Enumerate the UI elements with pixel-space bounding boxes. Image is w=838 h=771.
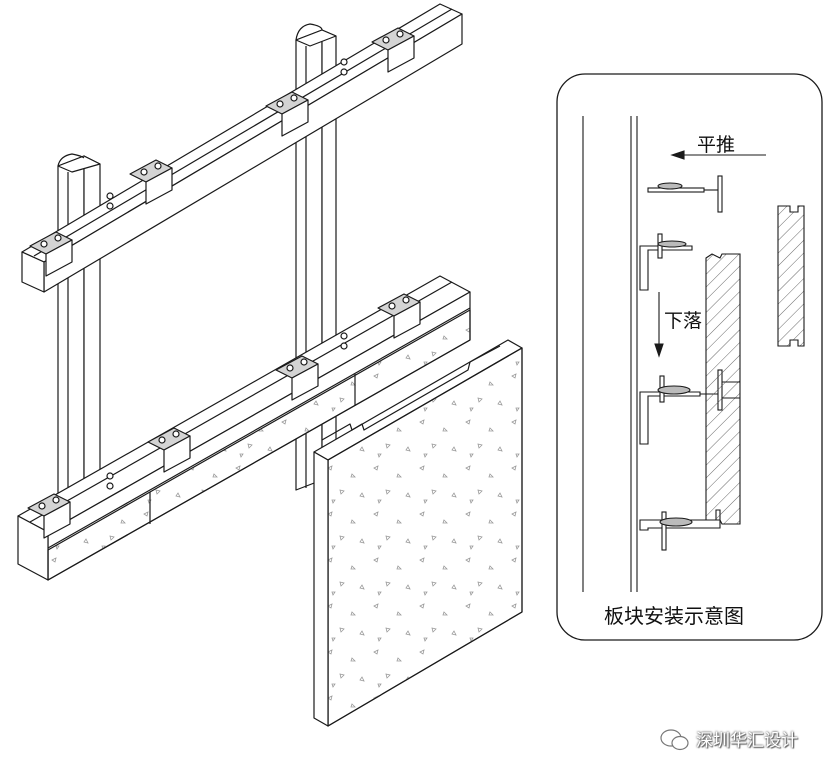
detail-caption: 板块安装示意图 (604, 604, 744, 628)
watermark: 深圳华汇设计 (660, 726, 798, 751)
push-label: 平推 (697, 134, 736, 156)
stone-panel (313, 339, 523, 727)
junction-bolts (106, 58, 348, 490)
lower-horizontal-rail (17, 275, 471, 581)
bottom-bracket (639, 509, 721, 551)
frame-assembly (17, 3, 471, 581)
lower-rail-clips (27, 293, 421, 539)
drop-arrow (654, 292, 664, 358)
detail-frame (556, 73, 823, 641)
panel-section (705, 253, 741, 525)
drop-label: 下落 (664, 310, 703, 332)
watermark-text: 深圳华汇设计 (696, 731, 798, 751)
upper-rail-clips (29, 27, 415, 277)
upper-bracket (639, 233, 693, 291)
push-arrow (670, 150, 766, 160)
panel-profile (777, 205, 805, 347)
detail-section (582, 116, 805, 592)
wechat-icon (660, 729, 689, 751)
top-t-clip (647, 175, 723, 213)
upper-horizontal-rail (21, 3, 463, 293)
